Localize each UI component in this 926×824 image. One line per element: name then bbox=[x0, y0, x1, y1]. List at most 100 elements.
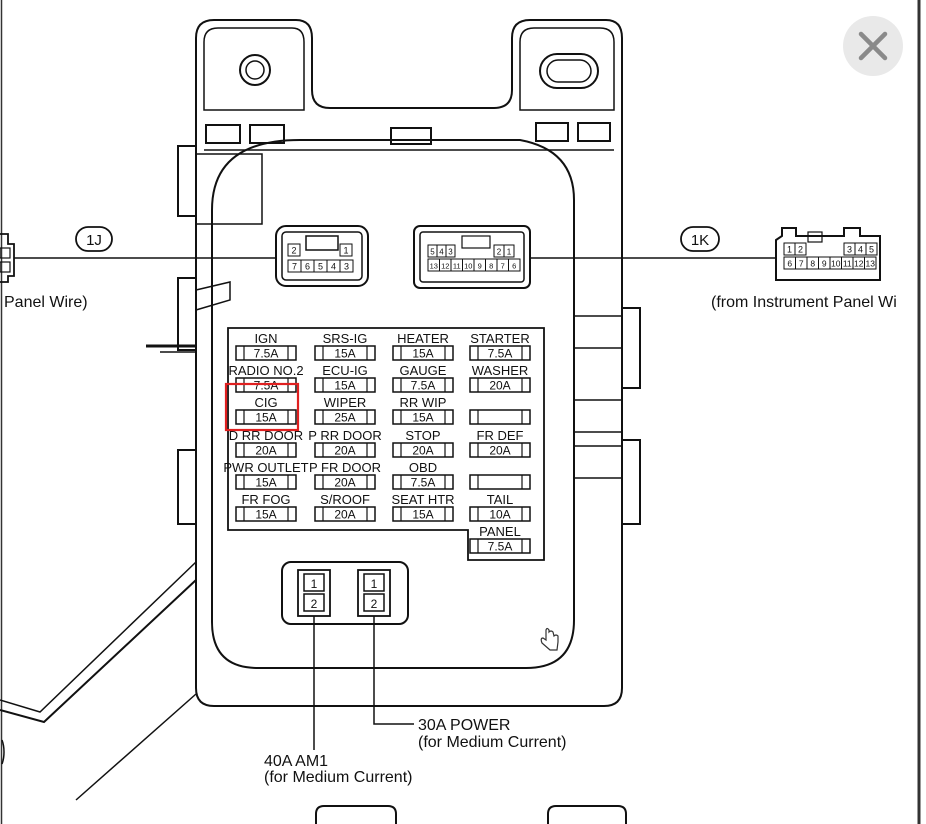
fuse-panel: IGN7.5ASRS-IG15AHEATER15ASTARTER7.5ARADI… bbox=[223, 327, 545, 561]
fuse-body bbox=[314, 506, 376, 522]
pin-plug-label: 3 bbox=[847, 245, 852, 255]
pin-plug-label: 9 bbox=[822, 259, 827, 269]
fuse-amp: 10A bbox=[489, 508, 510, 522]
pin-1j-label: 6 bbox=[305, 262, 310, 272]
fuse-body bbox=[469, 345, 531, 361]
fuse-name: S/ROOF bbox=[320, 492, 370, 507]
pin-1k-cell bbox=[503, 244, 515, 258]
pin-plug-cell bbox=[794, 242, 807, 256]
pin-plug-label: 2 bbox=[798, 245, 803, 255]
fuse-body bbox=[314, 474, 376, 490]
pin-plug-cell bbox=[864, 256, 877, 270]
pin-plug-label: 7 bbox=[799, 259, 804, 269]
close-icon bbox=[858, 31, 888, 61]
fuse-amp: 7.5A bbox=[411, 379, 436, 393]
pin-plug-label: 12 bbox=[854, 259, 864, 269]
pin-plug-label: 13 bbox=[866, 259, 876, 269]
am1-sublabel: (for Medium Current) bbox=[264, 769, 412, 786]
fuse-body bbox=[469, 506, 531, 522]
fuse-name: ECU-IG bbox=[322, 363, 368, 378]
fuse-amp: 15A bbox=[255, 476, 276, 490]
hand-cursor-icon bbox=[540, 627, 559, 651]
pin-1k-cell bbox=[508, 258, 521, 272]
fuse-name: GAUGE bbox=[400, 363, 447, 378]
pin-1k-label: 1 bbox=[507, 248, 512, 257]
fuse-slot: RADIO NO.27.5A bbox=[228, 363, 304, 393]
fuse-name: WASHER bbox=[472, 363, 529, 378]
fuse-body bbox=[469, 377, 531, 393]
pin-1j-cell bbox=[339, 243, 353, 257]
fuse-body bbox=[392, 442, 454, 458]
fuse-body bbox=[392, 506, 454, 522]
callout-lines bbox=[313, 616, 414, 750]
fuse-amp: 15A bbox=[334, 347, 355, 361]
left-harness-plug bbox=[0, 233, 15, 283]
fuse-amp: 20A bbox=[334, 476, 355, 490]
fuse-body bbox=[314, 345, 376, 361]
pin-1j-label: 5 bbox=[318, 262, 323, 272]
fuse-body bbox=[469, 442, 531, 458]
fuse-body bbox=[392, 345, 454, 361]
fuse-body bbox=[235, 345, 297, 361]
pin-1k-label: 2 bbox=[497, 248, 502, 257]
fuse-name: WIPER bbox=[324, 395, 367, 410]
pin-1k-label: 4 bbox=[439, 248, 444, 257]
fuse-body bbox=[235, 506, 297, 522]
fuse-name: PANEL bbox=[479, 524, 521, 539]
fuse-amp: 15A bbox=[334, 379, 355, 393]
fuse-body bbox=[314, 442, 376, 458]
fuse-slot bbox=[469, 409, 531, 425]
fuse-amp: 20A bbox=[412, 444, 433, 458]
pin-plug-label: 11 bbox=[843, 259, 852, 269]
power-label: 30A POWER bbox=[418, 717, 510, 734]
fuse-body bbox=[469, 474, 531, 490]
fuse-name: RR WIP bbox=[400, 395, 447, 410]
relay-2-pin-1: 1 bbox=[371, 577, 378, 591]
connector-tag-1j: 1J bbox=[75, 226, 113, 252]
pin-plug-cell bbox=[865, 242, 878, 256]
close-button[interactable] bbox=[843, 16, 903, 76]
pin-1j-label: 7 bbox=[292, 262, 297, 272]
fuse-body bbox=[469, 409, 531, 425]
fuse-name: TAIL bbox=[487, 492, 514, 507]
relay-2-pin-2: 2 bbox=[371, 597, 378, 611]
fuse-body bbox=[392, 474, 454, 490]
fuse-box-outline bbox=[0, 19, 641, 824]
fuse-amp: 7.5A bbox=[254, 347, 279, 361]
fuse-amp: 20A bbox=[334, 444, 355, 458]
svg-text:1K: 1K bbox=[691, 232, 709, 249]
pin-1j-label: 1 bbox=[343, 246, 348, 256]
fuse-amp: 15A bbox=[412, 347, 433, 361]
fuse-name: HEATER bbox=[397, 331, 449, 346]
fuse-amp: 15A bbox=[255, 508, 276, 522]
fuse-name: P RR DOOR bbox=[308, 428, 381, 443]
fuse-body bbox=[314, 409, 376, 425]
pin-1j-label: 3 bbox=[344, 262, 349, 272]
pin-1k-cell bbox=[445, 244, 456, 258]
relay-1-pin-2: 2 bbox=[311, 597, 318, 611]
power-sublabel: (for Medium Current) bbox=[418, 734, 566, 751]
fuse-amp: 15A bbox=[255, 411, 276, 425]
fuse-body bbox=[392, 377, 454, 393]
fuse-amp: 20A bbox=[334, 508, 355, 522]
pin-plug-label: 4 bbox=[858, 245, 863, 255]
pin-1k-label: 7 bbox=[501, 262, 505, 271]
fuse-body bbox=[235, 409, 297, 425]
pin-plug-label: 5 bbox=[869, 245, 874, 255]
pin-1j-label: 2 bbox=[291, 246, 296, 256]
fuse-name: STARTER bbox=[470, 331, 529, 346]
